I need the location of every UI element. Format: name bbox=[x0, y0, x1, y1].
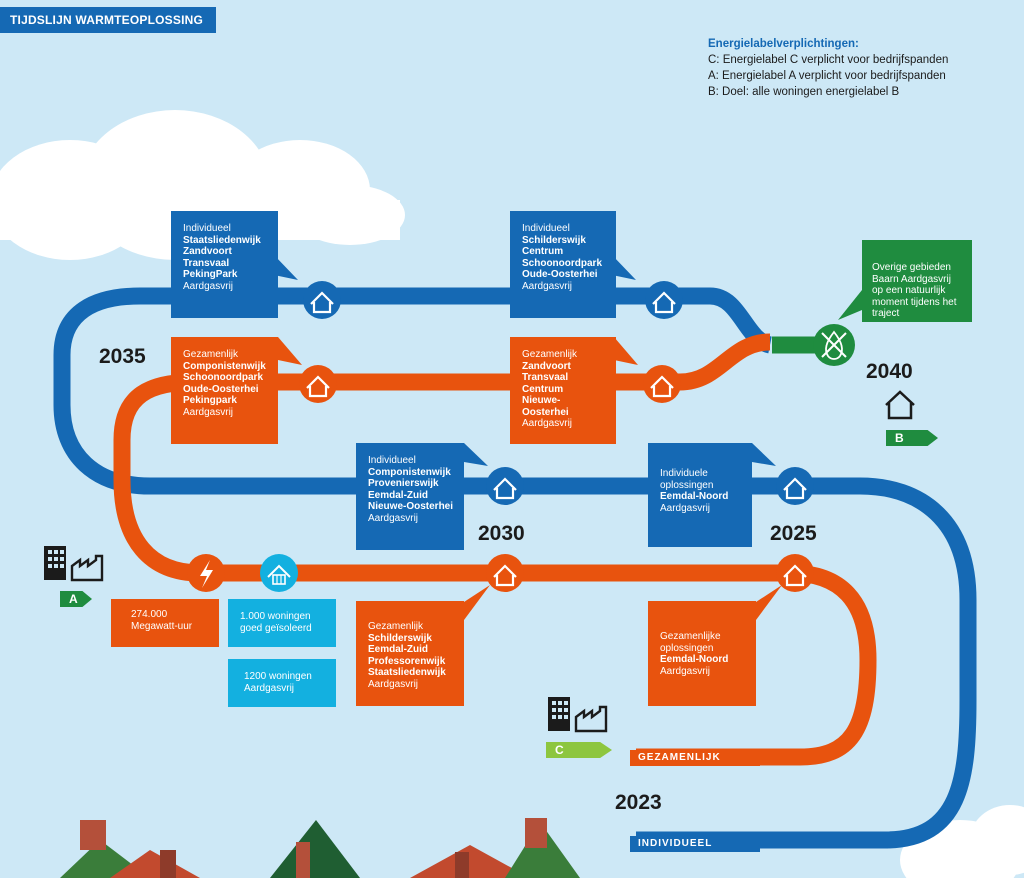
year-2030: 2030 bbox=[478, 522, 525, 545]
box-item: Professorenwijk bbox=[368, 655, 446, 667]
energy-label-b: B bbox=[886, 430, 938, 446]
box-item: Eemdal-Noord bbox=[660, 491, 729, 502]
box-item: Centrum bbox=[522, 383, 564, 395]
stat-gasfree-text: 1200 woningen Aardgasvrij bbox=[244, 671, 312, 694]
stat-gasfree: 1200 woningen Aardgasvrij bbox=[228, 659, 336, 707]
box-foot: Aardgasvrij bbox=[660, 665, 711, 677]
office-building-icon bbox=[44, 546, 66, 580]
box-text: Overige gebieden Baarn Aardgasvrij op ee… bbox=[872, 262, 957, 319]
year-2040: 2040 bbox=[866, 360, 913, 383]
box-foot: Aardgasvrij bbox=[183, 280, 234, 292]
box-gezamenlijk-2035: Gezamenlijk Componistenwijk Schoonoordpa… bbox=[171, 337, 278, 444]
box-individueel-2030: Individueel Componistenwijk Provenierswi… bbox=[356, 443, 464, 550]
legend-line-c: C: Energielabel C verplicht voor bedrijf… bbox=[708, 54, 949, 66]
box-item: Zandvoort bbox=[522, 360, 571, 372]
rooftops bbox=[60, 818, 580, 878]
stat-insulated-text: 1.000 woningen goed geïsoleerd bbox=[240, 611, 312, 634]
track-label-gezamenlijk: GEZAMENLIJK bbox=[630, 750, 760, 766]
legend-heading: Energielabelverplichtingen: bbox=[708, 38, 859, 50]
box-item: Nieuwe-Oosterhei bbox=[522, 395, 569, 418]
legend-line-a: A: Energielabel A verplicht voor bedrijf… bbox=[708, 70, 946, 82]
box-item: Eemdal-Noord bbox=[660, 654, 729, 665]
box-head: Gezamenlijk bbox=[368, 621, 424, 632]
stat-energy: 274.000 Megawatt-uur bbox=[111, 599, 219, 647]
legend: Energielabelverplichtingen: C: Energiela… bbox=[708, 36, 948, 100]
factory-icon bbox=[574, 705, 608, 733]
legend-line-b: B: Doel: alle woningen energielabel B bbox=[708, 86, 900, 98]
box-head: Gezamenlijke oplossingen bbox=[660, 631, 721, 654]
box-foot: Aardgasvrij bbox=[368, 678, 419, 690]
box-gezamenlijk-2025: Gezamenlijke oplossingen Eemdal-Noord Aa… bbox=[648, 601, 756, 706]
track-label-individueel: INDIVIDUEEL bbox=[630, 836, 760, 852]
year-2035: 2035 bbox=[99, 345, 146, 368]
box-item: Componistenwijk bbox=[368, 466, 451, 478]
box-head: Gezamenlijk bbox=[522, 349, 578, 360]
box-item: PekingPark bbox=[183, 269, 238, 280]
box-foot: Aardgasvrij bbox=[368, 512, 419, 524]
box-item: Eemdal-Zuid bbox=[368, 489, 429, 501]
box-item: Transvaal bbox=[183, 257, 230, 269]
house-icon bbox=[303, 281, 341, 319]
box-item: Oude-Oosterhei bbox=[183, 383, 259, 395]
box-item: Staatsliedenwijk bbox=[368, 667, 446, 678]
box-item: Schilderswijk bbox=[522, 234, 586, 246]
energy-label-a: A bbox=[60, 591, 92, 607]
factory-icon bbox=[70, 554, 104, 582]
box-item: Eemdal-Zuid bbox=[368, 644, 429, 655]
stat-energy-value: 274.000 bbox=[131, 609, 168, 620]
box-item: Centrum bbox=[522, 246, 564, 257]
stat-energy-unit: Megawatt-uur bbox=[131, 620, 193, 632]
box-head: Individueel bbox=[368, 455, 416, 466]
lightning-icon bbox=[187, 554, 225, 592]
stat-insulated: 1.000 woningen goed geïsoleerd bbox=[228, 599, 336, 647]
box-item: Componistenwijk bbox=[183, 360, 266, 372]
house-icon bbox=[776, 467, 814, 505]
box-gezamenlijk-2040: Gezamenlijk Zandvoort Transvaal Centrum … bbox=[510, 337, 616, 444]
house-icon bbox=[645, 281, 683, 319]
box-item: Oude-Oosterhei bbox=[522, 269, 598, 280]
no-gas-flame-icon bbox=[813, 324, 855, 366]
year-2025: 2025 bbox=[770, 522, 817, 545]
box-item: Nieuwe-Oosterhei bbox=[368, 501, 454, 512]
house-icon bbox=[486, 467, 524, 505]
box-item: Staatsliedenwijk bbox=[183, 234, 261, 246]
box-head: Individuele oplossingen bbox=[660, 468, 714, 491]
page-title: TIJDSLIJN WARMTEOPLOSSING bbox=[0, 7, 216, 33]
box-individueel-2035: Individueel Staatsliedenwijk Zandvoort T… bbox=[171, 211, 278, 318]
box-item: Schilderswijk bbox=[368, 632, 432, 644]
box-item: Zandvoort bbox=[183, 246, 232, 257]
box-individueel-2040: Individueel Schilderswijk Centrum Schoon… bbox=[510, 211, 616, 318]
box-overige-gebieden: Overige gebieden Baarn Aardgasvrij op ee… bbox=[862, 240, 972, 322]
box-item: Schoonoordpark bbox=[522, 257, 603, 269]
gezamenlijk-track bbox=[113, 333, 877, 766]
box-foot: Aardgasvrij bbox=[660, 502, 711, 514]
house-icon bbox=[486, 554, 524, 592]
house-icon bbox=[885, 390, 915, 420]
box-individueel-2025: Individuele oplossingen Eemdal-Noord Aar… bbox=[648, 443, 752, 547]
house-icon bbox=[776, 554, 814, 592]
energy-label-c: C bbox=[546, 742, 612, 758]
box-foot: Aardgasvrij bbox=[522, 280, 573, 292]
year-2023: 2023 bbox=[615, 791, 662, 814]
house-icon bbox=[643, 365, 681, 403]
box-item: Schoonoordpark bbox=[183, 372, 264, 383]
radiator-icon bbox=[260, 554, 298, 592]
box-gezamenlijk-2030: Gezamenlijk Schilderswijk Eemdal-Zuid Pr… bbox=[356, 601, 464, 706]
box-head: Individueel bbox=[522, 223, 570, 234]
house-icon bbox=[299, 365, 337, 403]
box-foot: Aardgasvrij bbox=[183, 406, 234, 418]
box-head: Individueel bbox=[183, 223, 231, 234]
box-head: Gezamenlijk bbox=[183, 349, 239, 360]
box-foot: Aardgasvrij bbox=[522, 418, 573, 429]
office-building-icon bbox=[548, 697, 570, 731]
box-item: Provenierswijk bbox=[368, 478, 439, 489]
box-item: Pekingpark bbox=[183, 395, 237, 406]
box-item: Transvaal bbox=[522, 372, 569, 383]
